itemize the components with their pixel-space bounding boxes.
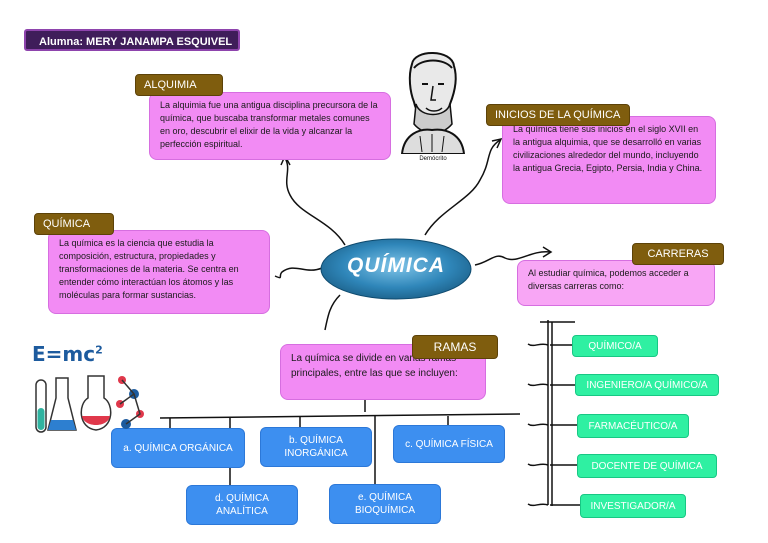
carreras-box: Al estudiar química, podemos acceder a d… bbox=[517, 260, 715, 306]
inicios-box: La química tiene sus inicios en el siglo… bbox=[502, 116, 716, 204]
quimica-text: La química es la ciencia que estudia la … bbox=[59, 238, 239, 300]
central-topic: QUÍMICA bbox=[320, 238, 472, 300]
inicios-tag: INICIOS DE LA QUÍMICA bbox=[486, 104, 630, 126]
lab-glassware-icon bbox=[35, 375, 144, 433]
rama-inorganica: b. QUÍMICA INORGÁNICA bbox=[260, 427, 372, 467]
career-item-ingeniero: INGENIERO/A QUÍMICO/A bbox=[575, 374, 719, 396]
formula-exponent: 2 bbox=[95, 343, 103, 357]
central-topic-shape bbox=[320, 238, 472, 300]
ramas-tag: RAMAS bbox=[412, 335, 498, 359]
carreras-text: Al estudiar química, podemos acceder a d… bbox=[528, 268, 689, 291]
quimica-box: La química es la ciencia que estudia la … bbox=[48, 230, 270, 314]
alquimia-tag: ALQUIMIA bbox=[135, 74, 223, 96]
portrait-caption: Demócrito bbox=[419, 156, 447, 162]
rama-analitica: d. QUÍMICA ANALÍTICA bbox=[186, 485, 298, 525]
central-topic-label: QUÍMICA bbox=[347, 254, 445, 277]
science-illustration: E=mc2 bbox=[22, 340, 152, 440]
career-item-docente: DOCENTE DE QUÍMICA bbox=[577, 454, 717, 478]
carreras-tag: CARRERAS bbox=[632, 243, 724, 265]
inicios-text: La química tiene sus inicios en el siglo… bbox=[513, 124, 703, 173]
rama-fisica: c. QUÍMICA FÍSICA bbox=[393, 425, 505, 463]
formula-label: E=mc2 bbox=[32, 342, 103, 366]
formula-base: E=mc bbox=[32, 342, 96, 366]
alquimia-box: La alquimia fue una antigua disciplina p… bbox=[149, 92, 391, 160]
bust-icon bbox=[400, 52, 466, 155]
ramas-text: La química se divide en varias ramas pri… bbox=[291, 353, 458, 379]
student-name-banner: Alumna: MERY JANAMPA ESQUIVEL bbox=[24, 29, 240, 51]
career-item-investigador: INVESTIGADOR/A bbox=[580, 494, 686, 518]
career-item-farmaceutico: FARMACÉUTICO/A bbox=[577, 414, 689, 438]
career-item-quimico: QUÍMICO/A bbox=[572, 335, 658, 357]
democritus-portrait: Demócrito bbox=[392, 44, 474, 168]
rama-bioquimica: e. QUÍMICA BIOQUÍMICA bbox=[329, 484, 441, 524]
quimica-tag: QUÍMICA bbox=[34, 213, 114, 235]
rama-organica: a. QUÍMICA ORGÁNICA bbox=[111, 428, 245, 468]
alquimia-text: La alquimia fue una antigua disciplina p… bbox=[160, 100, 378, 149]
